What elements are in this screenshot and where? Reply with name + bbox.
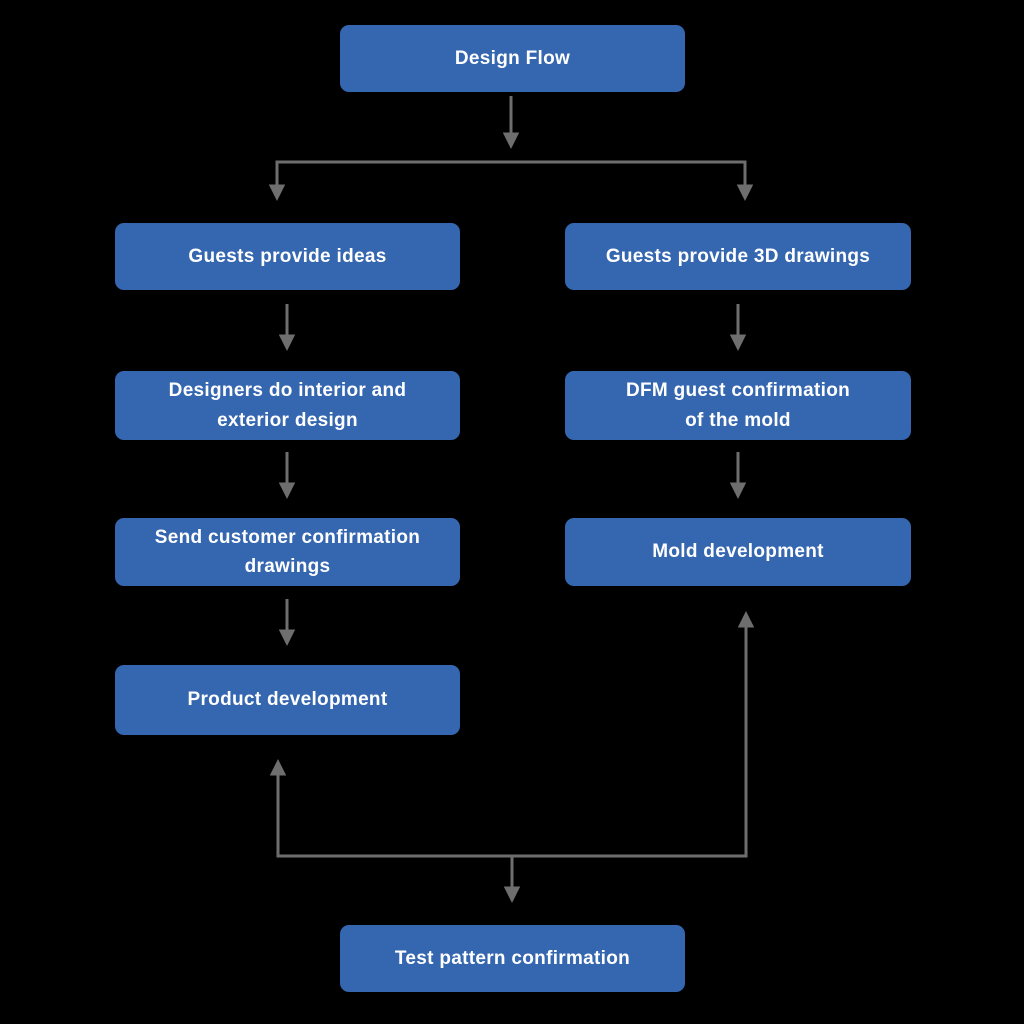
node-design-flow: Design Flow xyxy=(340,25,685,92)
connector-split-bar xyxy=(268,160,754,201)
node-guests-provide-ideas-label: Guests provide ideas xyxy=(188,245,387,267)
node-product-development: Product development xyxy=(115,665,460,735)
node-product-development-label: Product development xyxy=(187,689,388,711)
node-guests-provide-ideas: Guests provide ideas xyxy=(115,223,460,290)
node-send-customer-confirmation-drawings-label: Send customer confirmation drawings xyxy=(154,526,421,577)
node-designers-interior-exterior-label: Designers do interior and exterior desig… xyxy=(168,380,407,431)
node-design-flow-label: Design Flow xyxy=(454,47,571,69)
node-dfm-guest-confirmation-label: DFM guest confirmation of the mold xyxy=(625,380,851,431)
node-mold-development-label: Mold development xyxy=(652,541,824,563)
node-mold-development: Mold development xyxy=(565,518,911,586)
node-send-customer-confirmation-drawings: Send customer confirmation drawings xyxy=(115,518,460,586)
node-designers-interior-exterior: Designers do interior and exterior desig… xyxy=(115,371,460,440)
node-guests-provide-3d-drawings: Guests provide 3D drawings xyxy=(565,223,911,290)
node-dfm-guest-confirmation: DFM guest confirmation of the mold xyxy=(565,371,911,440)
node-test-pattern-confirmation-label: Test pattern confirmation xyxy=(394,947,631,969)
node-test-pattern-confirmation: Test pattern confirmation xyxy=(340,925,685,992)
connector-test-pattern-feedback xyxy=(269,611,755,903)
node-guests-provide-3d-drawings-label: Guests provide 3D drawings xyxy=(605,245,871,267)
